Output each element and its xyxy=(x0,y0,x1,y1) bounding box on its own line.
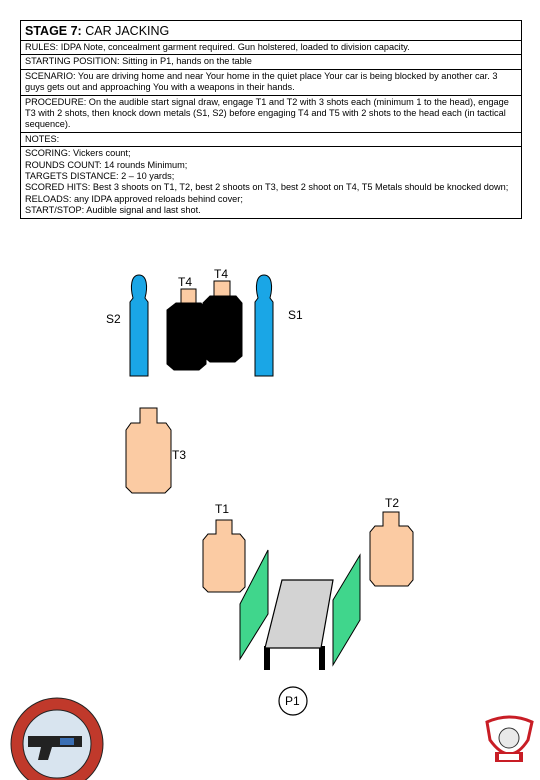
procedure-row: PROCEDURE: On the audible start signal d… xyxy=(21,96,521,133)
rules-row: RULES: IDPA Note, concealment garment re… xyxy=(21,41,521,56)
label-s2: S2 xyxy=(106,312,121,326)
scenario-row: SCENARIO: You are driving home and near … xyxy=(21,70,521,96)
table-top xyxy=(264,579,334,649)
starting-position-row: STARTING POSITION: Sitting in P1, hands … xyxy=(21,55,521,70)
no-shoot-target-right xyxy=(202,295,243,363)
t4-left-head xyxy=(180,288,197,304)
paper-target-t1 xyxy=(202,519,246,593)
notes-row: NOTES: xyxy=(21,133,521,148)
cover-wall-left xyxy=(239,549,269,661)
steel-target-s2 xyxy=(129,274,149,377)
start-position-circle xyxy=(278,686,308,716)
rounds-count-line: ROUNDS COUNT: 14 rounds Minimum; xyxy=(25,159,188,170)
label-t3: T3 xyxy=(172,448,186,462)
paper-target-t3 xyxy=(125,407,172,494)
start-stop-line: START/STOP: Audible signal and last shot… xyxy=(25,205,201,216)
label-t1: T1 xyxy=(215,502,229,516)
stage-briefing-table: STAGE 7: CAR JACKING RULES: IDPA Note, c… xyxy=(20,20,522,219)
no-shoot-target-left xyxy=(166,302,207,371)
label-t2: T2 xyxy=(385,496,399,510)
label-t4-left: T4 xyxy=(178,275,192,289)
club-seal-logo xyxy=(10,697,104,780)
targets-distance-line: TARGETS DISTANCE: 2 – 10 yards; xyxy=(25,171,175,182)
scored-hits-line: SCORED HITS: Best 3 shoots on T1, T2, be… xyxy=(25,182,509,193)
scoring-line: SCORING: Vickers count; xyxy=(25,148,131,159)
stage-number: STAGE 7: xyxy=(25,24,82,38)
label-p1: P1 xyxy=(285,694,300,708)
table-leg-front-right xyxy=(319,646,325,670)
club-emblem-logo xyxy=(485,715,534,762)
reloads-line: RELOADS: any IDPA approved reloads behin… xyxy=(25,193,243,204)
paper-target-t2 xyxy=(369,511,414,587)
stage-title: STAGE 7: CAR JACKING xyxy=(21,21,521,41)
label-s1: S1 xyxy=(288,308,303,322)
t4-right-head xyxy=(213,280,231,297)
details-row: SCORING: Vickers count; ROUNDS COUNT: 14… xyxy=(21,147,521,217)
stage-name: CAR JACKING xyxy=(85,24,170,38)
stage-diagram: T4 T4 S2 S1 T3 T1 T2 P1 xyxy=(10,267,534,780)
table-leg-front-left xyxy=(264,646,270,670)
label-t4-right: T4 xyxy=(214,267,228,281)
cover-wall-right xyxy=(332,553,361,667)
steel-target-s1 xyxy=(254,274,274,377)
